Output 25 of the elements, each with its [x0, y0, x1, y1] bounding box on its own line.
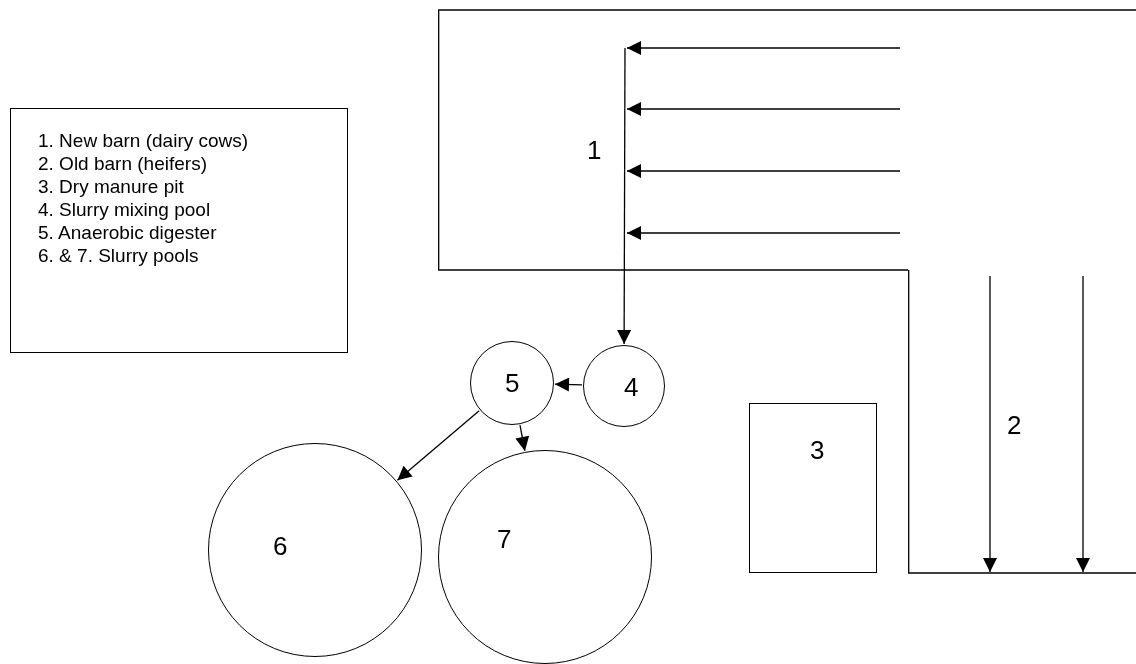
legend-entry: 5. Anaerobic digester — [38, 221, 217, 244]
manure-pit-box — [749, 403, 877, 573]
item-number: 6 — [273, 531, 288, 561]
legend-entry: 2. Old barn (heifers) — [38, 152, 207, 175]
flow-arrow — [626, 226, 901, 240]
flow-arrow — [396, 410, 480, 481]
item-number: 5 — [505, 368, 520, 398]
flow-arrow — [983, 275, 997, 573]
barn-number: 2 — [1007, 410, 1022, 440]
flow-arrow — [626, 164, 901, 178]
item-number: 4 — [624, 372, 639, 402]
flow-arrow — [515, 424, 530, 452]
legend-box — [10, 108, 348, 353]
legend-entry: 6. & 7. Slurry pools — [38, 244, 199, 267]
flow-arrow — [617, 47, 632, 345]
flow-arrow — [626, 102, 901, 116]
legend-entry: 1. New barn (dairy cows) — [38, 129, 249, 152]
flow-arrow — [626, 41, 901, 55]
legend-entry: 4. Slurry mixing pool — [38, 198, 211, 221]
flow-arrow — [1076, 275, 1090, 573]
legend-entry: 3. Dry manure pit — [38, 175, 184, 198]
flow-arrow — [554, 377, 583, 392]
barn-number: 1 — [587, 135, 602, 165]
item-number: 3 — [810, 435, 825, 465]
item-number: 7 — [497, 524, 512, 554]
